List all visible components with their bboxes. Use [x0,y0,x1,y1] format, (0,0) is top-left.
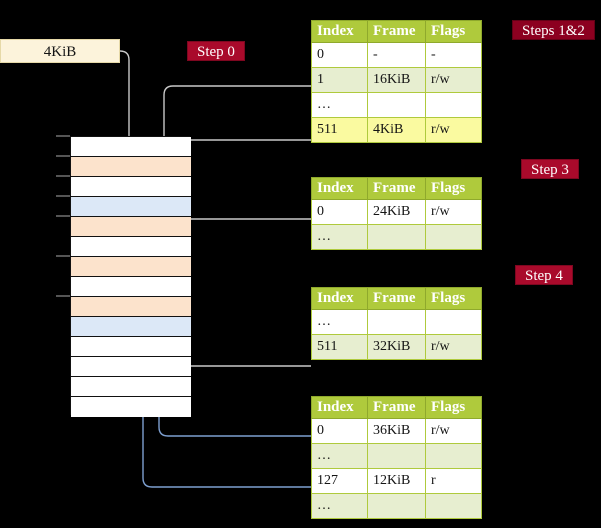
cell-index: 511 [311,117,368,143]
frame-tick [56,295,70,297]
cell-index: … [311,92,368,118]
cell-frame [367,92,426,118]
table-header-row: Index Frame Flags [311,20,482,43]
column-header-flags: Flags [425,396,482,419]
memory-row [71,137,191,157]
cell-frame: 36KiB [367,418,426,444]
page-table-pd: Index Frame Flags … 511 32KiB r/w [311,287,482,360]
memory-row [71,237,191,257]
cell-index: … [311,493,368,519]
column-header-index: Index [311,396,368,419]
table-row[interactable]: … [311,493,482,519]
memory-row [71,357,191,377]
wire-pdpt-to-frame6 [176,218,311,252]
page-table-pml4: Index Frame Flags 0 - - 1 16KiB r/w … [311,20,482,143]
cell-index: 127 [311,468,368,494]
size-label-4kib: 4KiB [0,39,120,63]
table-row[interactable]: 1 16KiB r/w [311,67,482,93]
cell-flags: r [425,468,482,494]
cell-index: 0 [311,199,368,225]
memory-row [71,397,191,417]
step-badge-step-4: Step 4 [515,265,573,285]
column-header-flags: Flags [425,177,482,200]
wire-pd-to-frame8 [176,330,311,367]
memory-row [71,277,191,297]
column-header-frame: Frame [367,177,426,200]
step-badge-step-0: Step 0 [187,41,245,61]
cell-frame: - [367,42,426,68]
table-row[interactable]: 0 24KiB r/w [311,199,482,225]
cell-frame [367,493,426,519]
column-header-frame: Frame [367,396,426,419]
memory-row [71,197,191,217]
cell-flags: r/w [425,117,482,143]
table-row[interactable]: … [311,443,482,469]
cell-index: … [311,309,368,335]
wire-4kib-to-frame [119,50,130,136]
table-row[interactable]: … [311,309,482,335]
cell-flags [425,493,482,519]
cell-flags: r/w [425,67,482,93]
column-header-flags: Flags [425,287,482,310]
column-header-index: Index [311,287,368,310]
frame-tick [56,215,70,217]
cell-flags: r/w [425,199,482,225]
memory-row [71,217,191,237]
frame-tick [56,155,70,157]
wire-pml4-row1-seg [163,86,311,95]
cell-flags [425,309,482,335]
step-badge-step-3: Step 3 [521,159,579,179]
column-header-frame: Frame [367,287,426,310]
cell-frame [367,443,426,469]
column-header-flags: Flags [425,20,482,43]
cell-frame: 32KiB [367,334,426,360]
memory-row [71,377,191,397]
table-row[interactable]: … [311,224,482,250]
cell-index: … [311,443,368,469]
page-table-pt: Index Frame Flags 0 36KiB r/w … 127 12Ki… [311,396,482,519]
table-header-row: Index Frame Flags [311,177,482,200]
memory-row [71,297,191,317]
column-header-index: Index [311,20,368,43]
column-header-frame: Frame [367,20,426,43]
column-header-index: Index [311,177,368,200]
table-row[interactable]: 511 32KiB r/w [311,334,482,360]
cell-flags: r/w [425,334,482,360]
frame-tick [56,175,70,177]
memory-row [71,337,191,357]
frame-tick [56,255,70,257]
frame-tick [56,195,70,197]
cell-frame: 4KiB [367,117,426,143]
cell-frame [367,224,426,250]
cell-index: 0 [311,42,368,68]
cell-frame [367,309,426,335]
step-badge-steps-1-and-2: Steps 1&2 [512,20,595,40]
table-header-row: Index Frame Flags [311,287,482,310]
cell-flags [425,443,482,469]
cell-index: 511 [311,334,368,360]
memory-row [71,157,191,177]
cell-flags [425,92,482,118]
cell-frame: 24KiB [367,199,426,225]
cell-flags [425,224,482,250]
cell-index: 1 [311,67,368,93]
physical-memory-column [70,136,191,417]
cell-flags: - [425,42,482,68]
frame-tick [56,135,70,137]
table-row[interactable]: 0 36KiB r/w [311,418,482,444]
cell-index: 0 [311,418,368,444]
page-table-pdpt: Index Frame Flags 0 24KiB r/w … [311,177,482,250]
table-header-row: Index Frame Flags [311,396,482,419]
table-row[interactable]: 0 - - [311,42,482,68]
cell-frame: 12KiB [367,468,426,494]
cell-frame: 16KiB [367,67,426,93]
memory-row [71,257,191,277]
cell-index: … [311,224,368,250]
memory-row [71,317,191,337]
memory-row [71,177,191,197]
table-row[interactable]: 127 12KiB r [311,468,482,494]
cell-flags: r/w [425,418,482,444]
table-row-highlighted[interactable]: 511 4KiB r/w [311,117,482,143]
table-row[interactable]: … [311,92,482,118]
